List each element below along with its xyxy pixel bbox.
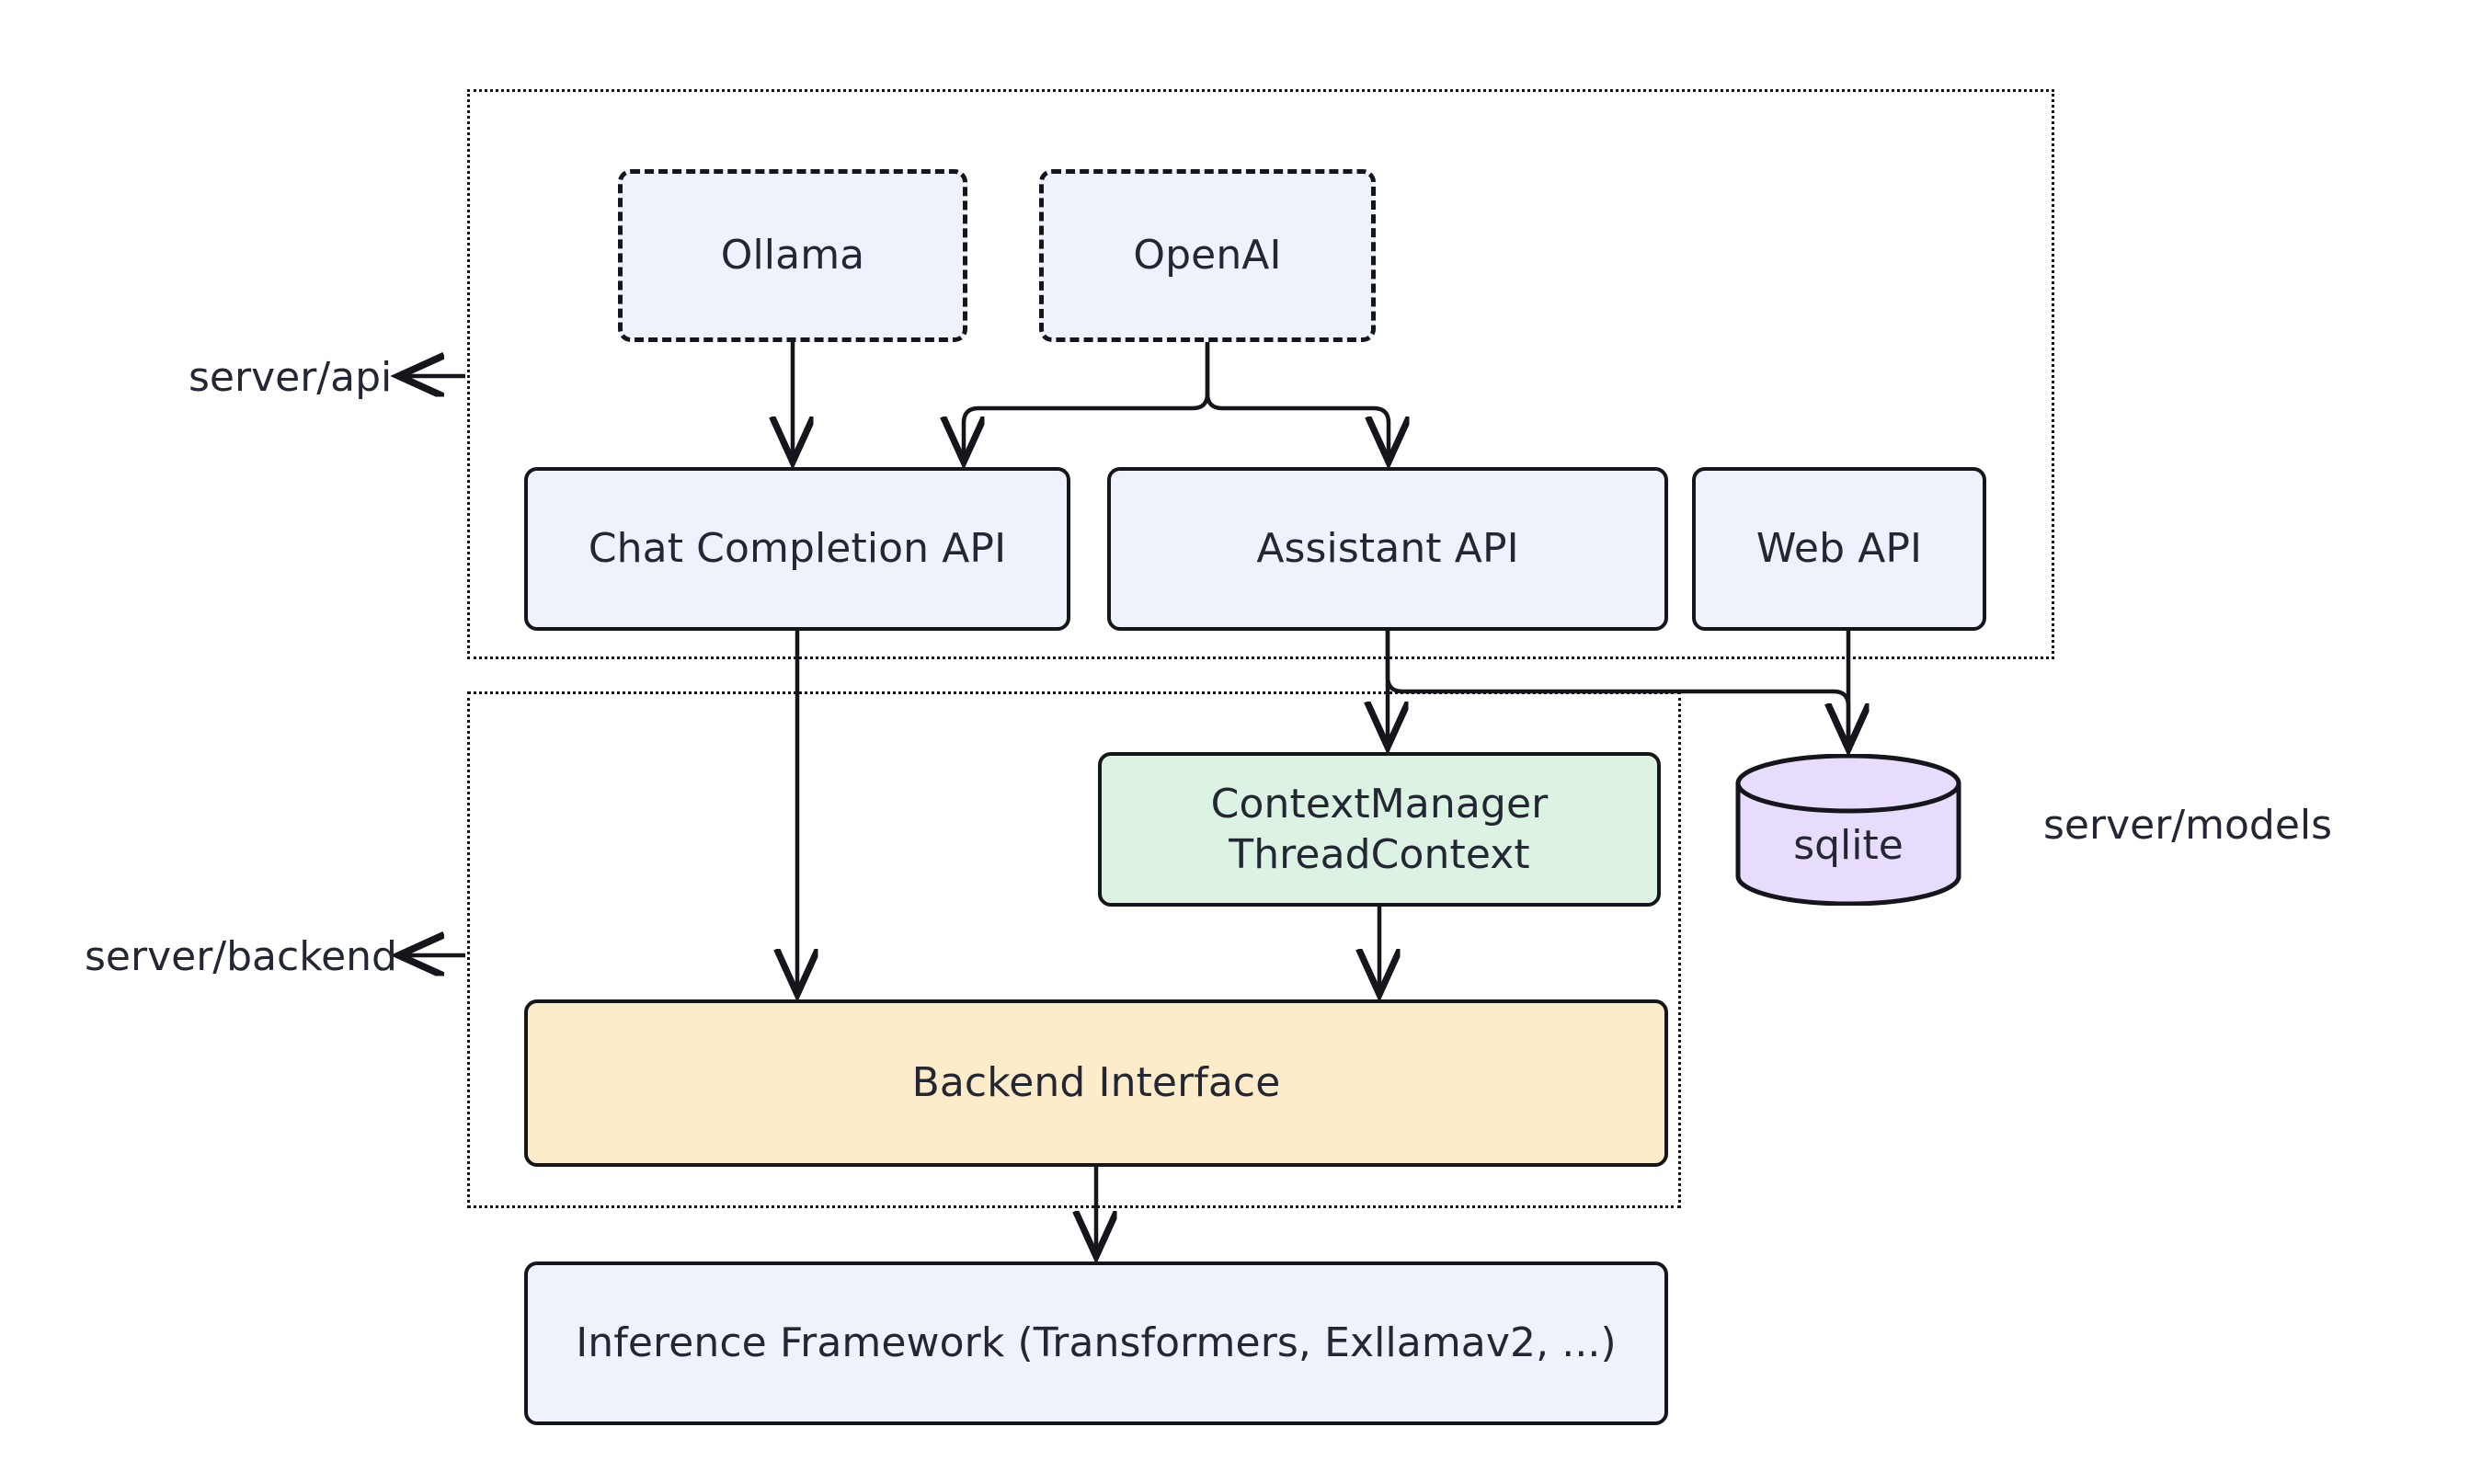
- node-inference-framework[interactable]: Inference Framework (Transformers, Exlla…: [524, 1261, 1668, 1425]
- group-server-api: [467, 89, 2054, 659]
- node-backend-interface[interactable]: Backend Interface: [524, 999, 1668, 1167]
- node-context-manager[interactable]: ContextManager ThreadContext: [1098, 752, 1661, 907]
- node-chat-completion-api[interactable]: Chat Completion API: [524, 467, 1070, 631]
- group-server-backend: [467, 691, 1681, 1208]
- node-inference-framework-label: Inference Framework (Transformers, Exlla…: [576, 1319, 1617, 1367]
- node-web-api-label: Web API: [1755, 525, 1923, 573]
- node-context-manager-label-line2: ThreadContext: [1229, 831, 1530, 878]
- node-ollama-label: Ollama: [720, 232, 865, 280]
- node-assistant-api-label: Assistant API: [1256, 525, 1519, 573]
- node-ollama[interactable]: Ollama: [618, 169, 967, 342]
- node-openai[interactable]: OpenAI: [1039, 169, 1376, 342]
- node-sqlite-label: sqlite: [1793, 822, 1904, 869]
- node-chat-completion-api-label: Chat Completion API: [588, 525, 1007, 573]
- node-sqlite-database[interactable]: sqlite: [1733, 754, 1963, 906]
- node-backend-interface-label: Backend Interface: [911, 1059, 1281, 1107]
- node-assistant-api[interactable]: Assistant API: [1107, 467, 1668, 631]
- label-server-backend: server/backend: [85, 933, 397, 980]
- node-web-api[interactable]: Web API: [1692, 467, 1986, 631]
- node-context-manager-label-line1: ContextManager: [1210, 780, 1549, 828]
- label-server-models: server/models: [2043, 802, 2333, 849]
- database-cylinder-icon: [1735, 754, 1961, 906]
- node-openai-label: OpenAI: [1133, 232, 1282, 280]
- label-server-api: server/api: [189, 354, 393, 401]
